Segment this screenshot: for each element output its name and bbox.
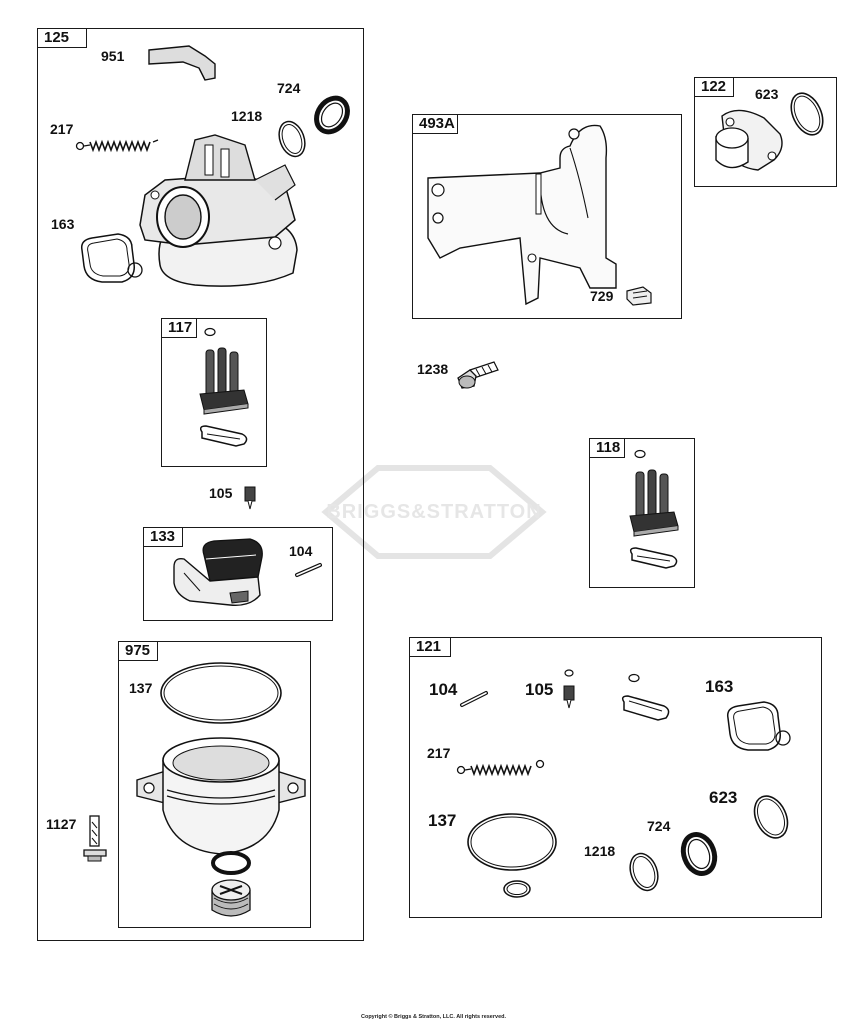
group-493A: 493A xyxy=(412,114,682,319)
label-623: 623 xyxy=(755,86,779,102)
kit-label-105: 105 xyxy=(525,680,554,699)
group-122-tag: 122 xyxy=(694,77,734,97)
group-117-tag: 117 xyxy=(161,318,197,338)
group-118-tag: 118 xyxy=(589,438,625,458)
kit-seal-724-icon[interactable] xyxy=(676,828,722,880)
watermark-text: BRIGGS&STRATTON xyxy=(326,500,542,523)
bracket-493A-icon[interactable] xyxy=(420,118,630,308)
group-121: 121 xyxy=(409,637,822,918)
group-125-tag: 125 xyxy=(37,28,87,48)
label-105: 105 xyxy=(209,485,233,501)
carburetor-icon[interactable] xyxy=(125,125,310,290)
kit-label-623: 623 xyxy=(709,788,738,807)
float-bowl-icon[interactable] xyxy=(133,730,309,860)
washer-975-icon[interactable] xyxy=(210,850,252,876)
brand-watermark: BRIGGS&STRATTON xyxy=(318,462,550,562)
label-217: 217 xyxy=(50,121,74,137)
primer-assembly-118-icon[interactable] xyxy=(622,444,684,580)
group-975-tag: 975 xyxy=(118,641,158,661)
kit-spring-217-icon[interactable] xyxy=(455,756,547,778)
kit-oring-137-icon[interactable] xyxy=(464,810,560,874)
kit-seal-623-icon[interactable] xyxy=(748,790,794,844)
choke-lever-icon[interactable] xyxy=(145,42,220,84)
group-122: 122 xyxy=(694,77,837,187)
label-724: 724 xyxy=(277,80,301,96)
gasket-1218-icon[interactable] xyxy=(272,116,312,162)
group-117: 117 xyxy=(161,318,267,467)
group-121-tag: 121 xyxy=(409,637,451,657)
group-133-tag: 133 xyxy=(143,527,183,547)
label-104: 104 xyxy=(289,543,313,559)
bowl-nut-icon[interactable] xyxy=(208,876,254,922)
kit-label-724: 724 xyxy=(647,818,671,834)
kit-small-oring-icon[interactable] xyxy=(500,878,534,900)
needle-105-icon[interactable] xyxy=(242,483,258,511)
kit-primer-gasket-icon[interactable] xyxy=(618,692,674,728)
label-1127: 1127 xyxy=(46,816,77,832)
kit-label-137: 137 xyxy=(428,811,457,830)
group-493A-tag: 493A xyxy=(412,114,458,134)
copyright-notice: Copyright © Briggs & Stratton, LLC. All … xyxy=(360,1014,507,1020)
label-951: 951 xyxy=(101,48,125,64)
primer-assembly-117-icon[interactable] xyxy=(192,322,254,458)
kit-washer-icon[interactable] xyxy=(626,672,642,684)
pin-104-icon[interactable] xyxy=(294,562,324,578)
seal-623-icon[interactable] xyxy=(785,88,829,140)
oring-137-icon[interactable] xyxy=(158,660,286,726)
watermark-diamond-icon xyxy=(321,465,547,559)
gasket-163-icon[interactable] xyxy=(74,230,146,288)
kit-pin-104-icon[interactable] xyxy=(458,690,490,708)
seal-724-icon[interactable] xyxy=(310,92,356,138)
group-133: 133 xyxy=(143,527,333,621)
kit-label-163: 163 xyxy=(705,677,734,696)
group-118: 118 xyxy=(589,438,695,588)
float-133-icon[interactable] xyxy=(170,535,270,615)
kit-label-217: 217 xyxy=(427,745,451,761)
kit-gasket-163-icon[interactable] xyxy=(720,698,796,756)
bolt-1238-icon[interactable] xyxy=(454,358,502,392)
kit-needle-105-icon[interactable] xyxy=(560,668,578,712)
kit-label-104: 104 xyxy=(429,680,458,699)
bolt-1127-icon[interactable] xyxy=(80,812,110,864)
spring-217-icon[interactable] xyxy=(74,132,162,154)
group-975: 975 xyxy=(118,641,311,928)
label-1218: 1218 xyxy=(231,108,263,124)
group-125: 125 xyxy=(37,28,364,941)
label-163: 163 xyxy=(51,216,75,232)
label-137: 137 xyxy=(129,680,153,696)
clip-729-icon[interactable] xyxy=(623,283,657,307)
kit-gasket-1218-icon[interactable] xyxy=(624,848,664,896)
adapter-122-icon[interactable] xyxy=(708,102,788,180)
label-1238: 1238 xyxy=(417,361,449,377)
label-729: 729 xyxy=(590,288,614,304)
kit-label-1218: 1218 xyxy=(584,843,616,859)
